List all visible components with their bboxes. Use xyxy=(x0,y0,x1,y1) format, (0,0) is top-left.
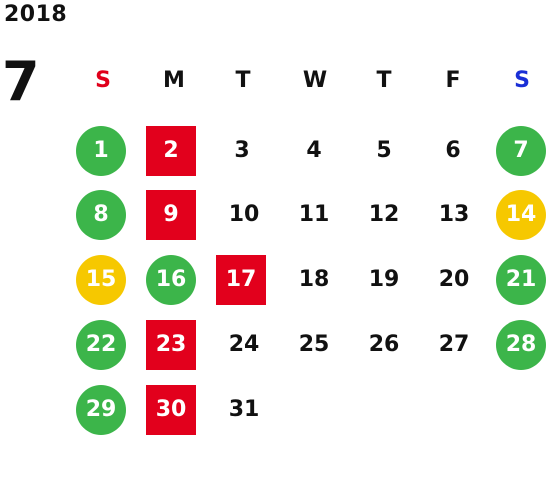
day-cell-14[interactable]: 14 xyxy=(496,190,546,240)
day-cell-15[interactable]: 15 xyxy=(76,255,126,305)
day-cell-16[interactable]: 16 xyxy=(146,255,196,305)
day-cell-27[interactable]: 27 xyxy=(438,332,470,357)
day-cell-8[interactable]: 8 xyxy=(76,190,126,240)
day-cell-4[interactable]: 4 xyxy=(306,138,322,163)
day-cell-9[interactable]: 9 xyxy=(146,190,196,240)
day-cell-30[interactable]: 30 xyxy=(146,385,196,435)
weekday-header-friday: F xyxy=(445,68,461,93)
calendar-month: 7 xyxy=(2,50,40,113)
weekday-header-wednesday: W xyxy=(302,68,328,93)
weekday-header-tuesday: T xyxy=(235,68,251,93)
day-cell-10[interactable]: 10 xyxy=(228,202,260,227)
day-cell-12[interactable]: 12 xyxy=(368,202,400,227)
day-cell-24[interactable]: 24 xyxy=(228,332,260,357)
day-cell-2[interactable]: 2 xyxy=(146,126,196,176)
day-cell-18[interactable]: 18 xyxy=(298,267,330,292)
day-cell-11[interactable]: 11 xyxy=(298,202,330,227)
weekday-header-saturday: S xyxy=(514,68,530,93)
day-cell-28[interactable]: 28 xyxy=(496,320,546,370)
day-cell-31[interactable]: 31 xyxy=(228,397,260,422)
weekday-header-sunday: S xyxy=(95,68,111,93)
day-cell-7[interactable]: 7 xyxy=(496,126,546,176)
day-cell-13[interactable]: 13 xyxy=(438,202,470,227)
day-cell-26[interactable]: 26 xyxy=(368,332,400,357)
day-cell-19[interactable]: 19 xyxy=(368,267,400,292)
day-cell-25[interactable]: 25 xyxy=(298,332,330,357)
day-cell-29[interactable]: 29 xyxy=(76,385,126,435)
weekday-header-monday: M xyxy=(163,68,185,93)
day-cell-6[interactable]: 6 xyxy=(445,138,461,163)
day-cell-23[interactable]: 23 xyxy=(146,320,196,370)
day-cell-22[interactable]: 22 xyxy=(76,320,126,370)
day-cell-20[interactable]: 20 xyxy=(438,267,470,292)
weekday-header-thursday: T xyxy=(376,68,392,93)
day-cell-5[interactable]: 5 xyxy=(376,138,392,163)
day-cell-21[interactable]: 21 xyxy=(496,255,546,305)
day-cell-1[interactable]: 1 xyxy=(76,126,126,176)
day-cell-3[interactable]: 3 xyxy=(234,138,250,163)
calendar-year: 2018 xyxy=(4,2,68,27)
day-cell-17[interactable]: 17 xyxy=(216,255,266,305)
